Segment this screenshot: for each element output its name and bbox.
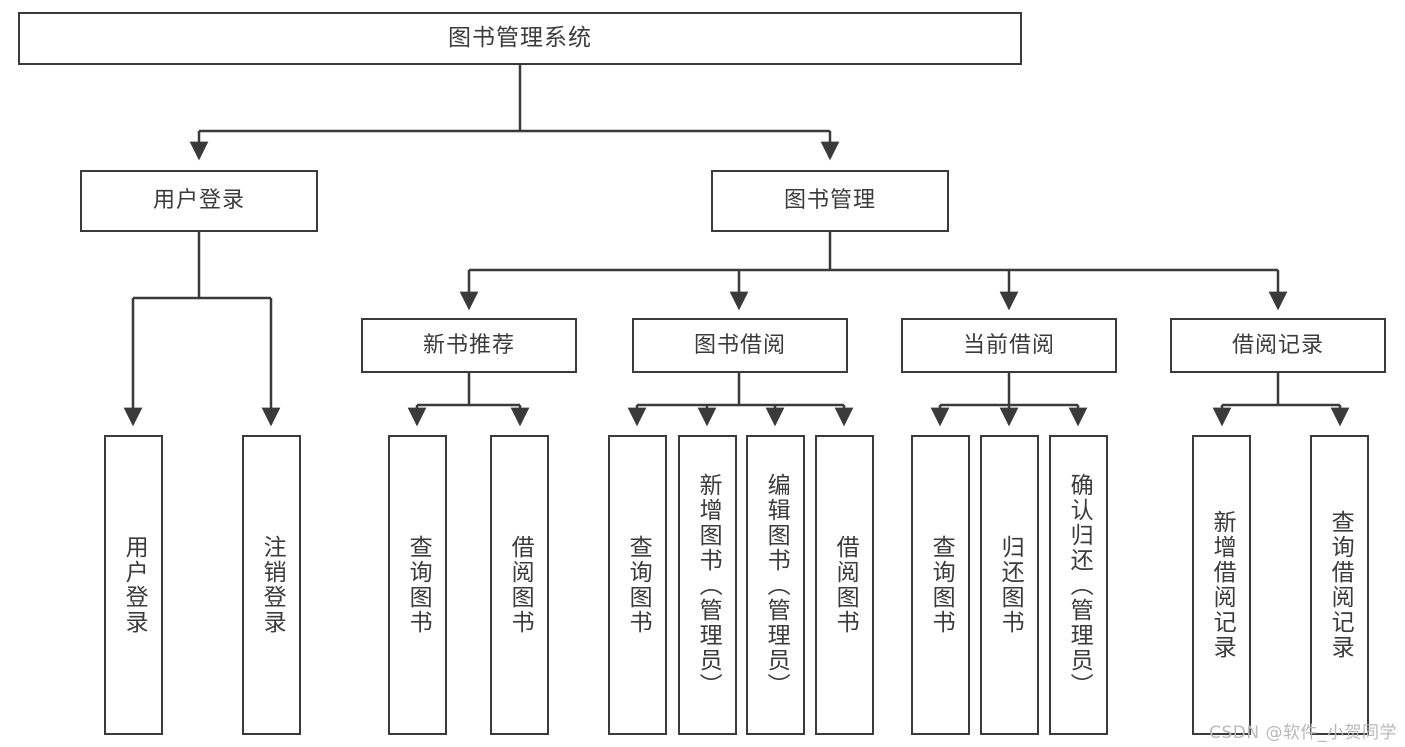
leaf-query-book-2-label: 查询图书 [625,535,652,635]
leaf-query-book-3-label: 查询图书 [928,535,955,635]
node-root-label: 图书管理系统 [448,24,592,51]
node-current-borrow[interactable]: 当前借阅 [901,318,1117,373]
leaf-user-login-label: 用户登录 [121,535,148,635]
leaf-logout-login[interactable]: 注销登录 [242,435,301,735]
leaf-user-login[interactable]: 用户登录 [104,435,163,735]
leaf-query-book-2[interactable]: 查询图书 [608,435,667,735]
leaf-edit-book-admin[interactable]: 编辑图书（管理员） [746,435,805,735]
node-new-book-recommend[interactable]: 新书推荐 [361,318,577,373]
node-book-borrow[interactable]: 图书借阅 [632,318,848,373]
node-book-manage-label: 图书管理 [783,188,876,214]
leaf-borrow-book-1-label: 借阅图书 [507,535,534,635]
node-book-borrow-label: 图书借阅 [693,332,786,358]
csdn-watermark: CSDN @软件_小贺同学 [1209,723,1397,743]
node-new-book-recommend-label: 新书推荐 [422,332,515,358]
leaf-return-book[interactable]: 归还图书 [980,435,1039,735]
leaf-query-book-1[interactable]: 查询图书 [388,435,447,735]
node-book-manage[interactable]: 图书管理 [711,170,949,232]
node-borrow-record-label: 借阅记录 [1231,332,1324,358]
leaf-edit-book-admin-label: 编辑图书（管理员） [763,472,790,698]
leaf-borrow-book-2-label: 借阅图书 [832,535,859,635]
leaf-add-book-admin-label: 新增图书（管理员） [695,472,722,698]
leaf-add-book-admin[interactable]: 新增图书（管理员） [678,435,737,735]
leaf-query-borrow-record-label: 查询借阅记录 [1327,510,1354,660]
leaf-confirm-return-admin[interactable]: 确认归还（管理员） [1049,435,1108,735]
leaf-logout-login-label: 注销登录 [259,535,286,635]
node-root[interactable]: 图书管理系统 [18,12,1022,65]
leaf-query-book-3[interactable]: 查询图书 [911,435,970,735]
node-current-borrow-label: 当前借阅 [962,332,1055,358]
node-user-login-label: 用户登录 [152,188,245,214]
leaf-add-borrow-record-label: 新增借阅记录 [1209,510,1236,660]
leaf-query-borrow-record[interactable]: 查询借阅记录 [1310,435,1369,735]
leaf-borrow-book-2[interactable]: 借阅图书 [815,435,874,735]
leaf-borrow-book-1[interactable]: 借阅图书 [490,435,549,735]
node-user-login[interactable]: 用户登录 [80,170,318,232]
leaf-add-borrow-record[interactable]: 新增借阅记录 [1192,435,1251,735]
node-borrow-record[interactable]: 借阅记录 [1170,318,1386,373]
leaf-query-book-1-label: 查询图书 [405,535,432,635]
leaf-return-book-label: 归还图书 [997,535,1024,635]
leaf-confirm-return-admin-label: 确认归还（管理员） [1066,472,1093,698]
